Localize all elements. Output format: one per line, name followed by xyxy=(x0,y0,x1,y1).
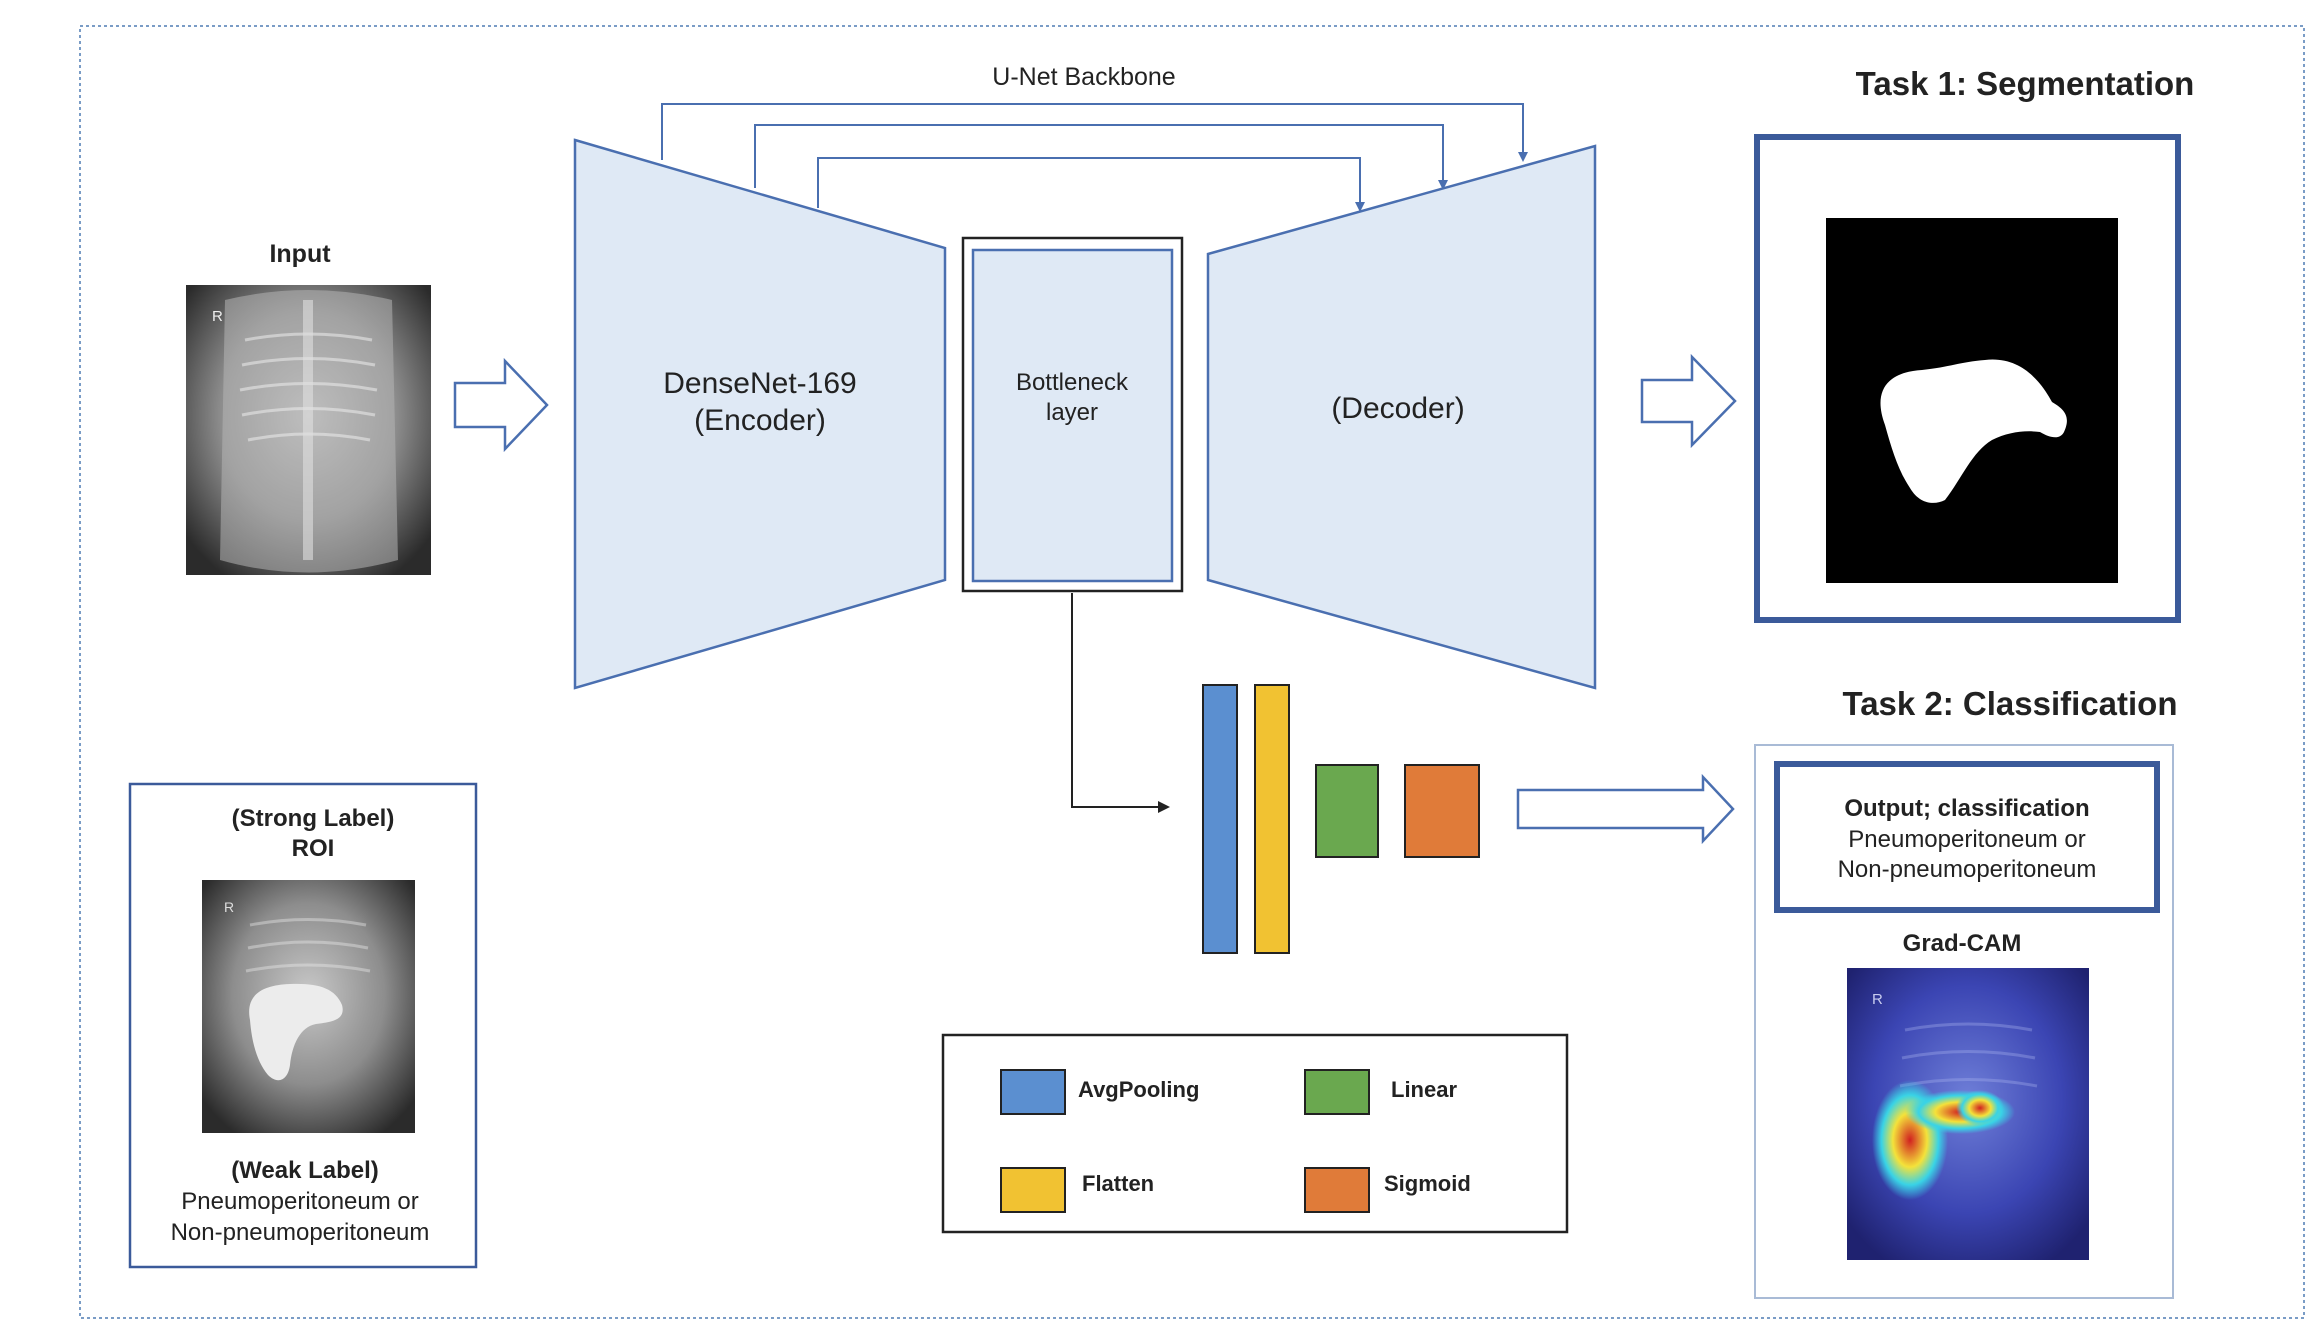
legend-label-linear: Linear xyxy=(1391,1077,1457,1102)
decoder-to-segmentation-arrow xyxy=(1640,353,1737,449)
legend-item-flatten: Flatten xyxy=(1000,1167,1154,1213)
input-title: Input xyxy=(269,240,331,268)
decoder-block xyxy=(1206,144,1597,690)
input-to-encoder-arrow xyxy=(453,357,549,453)
gradcam-heatmap-image: R xyxy=(1847,968,2089,1260)
input-xray-marker: R xyxy=(212,308,223,325)
weak-label-line1: Pneumoperitoneum or xyxy=(181,1188,418,1215)
classification-output-line1: Pneumoperitoneum or xyxy=(1848,826,2085,853)
bottleneck-label-line2: layer xyxy=(1046,399,1098,426)
roi-xray-image: R xyxy=(202,880,415,1133)
gradcam-title: Grad-CAM xyxy=(1903,930,2022,957)
legend-label-flatten: Flatten xyxy=(1082,1171,1154,1196)
encoder-block xyxy=(573,138,947,690)
head-to-classification-arrow xyxy=(1516,773,1735,845)
legend-label-sigmoid: Sigmoid xyxy=(1384,1171,1471,1196)
skip-connections xyxy=(661,103,1528,212)
bottleneck-to-head-connector xyxy=(1071,593,1170,813)
head-flatten-layer xyxy=(1254,684,1290,954)
head-sigmoid-layer xyxy=(1404,764,1480,858)
bottleneck-block xyxy=(971,248,1174,583)
input-xray-image: R xyxy=(186,285,431,575)
legend-item-linear: Linear xyxy=(1304,1069,1457,1115)
legend-swatch-flatten xyxy=(1000,1167,1066,1213)
encoder-label-line1: DenseNet-169 xyxy=(663,367,856,400)
head-linear-layer xyxy=(1315,764,1379,858)
decoder-label: (Decoder) xyxy=(1331,392,1464,425)
legend-item-sigmoid: Sigmoid xyxy=(1304,1167,1471,1213)
weak-label-title: (Weak Label) xyxy=(231,1157,379,1184)
roi-label: ROI xyxy=(292,835,335,862)
weak-label-line2: Non-pneumoperitoneum xyxy=(171,1219,430,1246)
strong-label-title: (Strong Label) xyxy=(232,805,395,832)
head-avgpooling-layer xyxy=(1202,684,1238,954)
task2-title: Task 2: Classification xyxy=(1842,685,2177,722)
legend-item-avgpooling: AvgPooling xyxy=(1000,1069,1199,1115)
classification-output-box xyxy=(1774,761,2160,913)
segmentation-mask-image xyxy=(1826,218,2118,583)
legend-swatch-avgpooling xyxy=(1000,1069,1066,1115)
task1-title: Task 1: Segmentation xyxy=(1856,65,2195,102)
legend-swatch-linear xyxy=(1304,1069,1370,1115)
encoder-label-line2: (Encoder) xyxy=(694,404,826,437)
classification-output-line2: Non-pneumoperitoneum xyxy=(1838,856,2097,883)
legend-swatch-sigmoid xyxy=(1304,1167,1370,1213)
legend-label-avgpooling: AvgPooling xyxy=(1078,1077,1199,1102)
classification-output-title: Output; classification xyxy=(1844,795,2089,822)
gradcam-xray-marker: R xyxy=(1872,991,1883,1008)
outer-frame xyxy=(79,25,2305,1319)
bottleneck-label-line1: Bottleneck xyxy=(1016,369,1129,396)
backbone-label: U-Net Backbone xyxy=(992,63,1175,91)
roi-xray-marker: R xyxy=(224,899,234,915)
